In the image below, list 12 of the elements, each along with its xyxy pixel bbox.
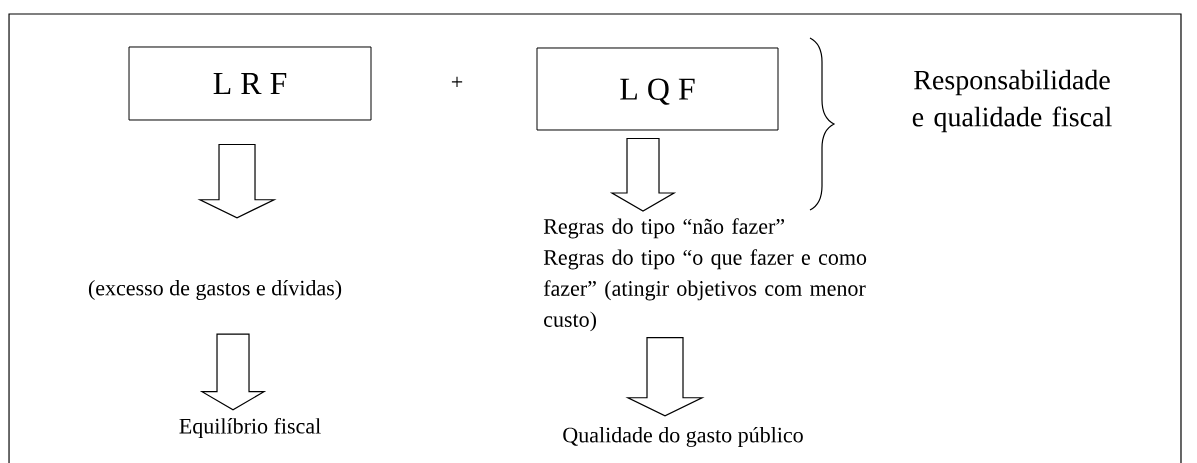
result-text: Equilíbrio fiscal <box>179 417 321 439</box>
group-label: Responsabilidade e qualidade fiscal <box>912 69 1112 133</box>
block-arrow <box>609 137 677 212</box>
result-text: Qualidade do gasto público <box>563 426 803 447</box>
process-box: L Q F <box>536 47 779 131</box>
block-arrow <box>197 143 277 219</box>
block-arrow <box>199 333 267 411</box>
plus-sign: + <box>451 76 463 88</box>
rule-text: Regras do tipo “não fazer” Regras do tipo “o que fazer e como fazer” (atingir objetivos com menor custo) <box>543 218 867 332</box>
result-text: (excesso de gastos e dívidas) <box>88 279 342 300</box>
block-arrow <box>625 336 705 417</box>
process-box: L R F <box>128 46 372 121</box>
